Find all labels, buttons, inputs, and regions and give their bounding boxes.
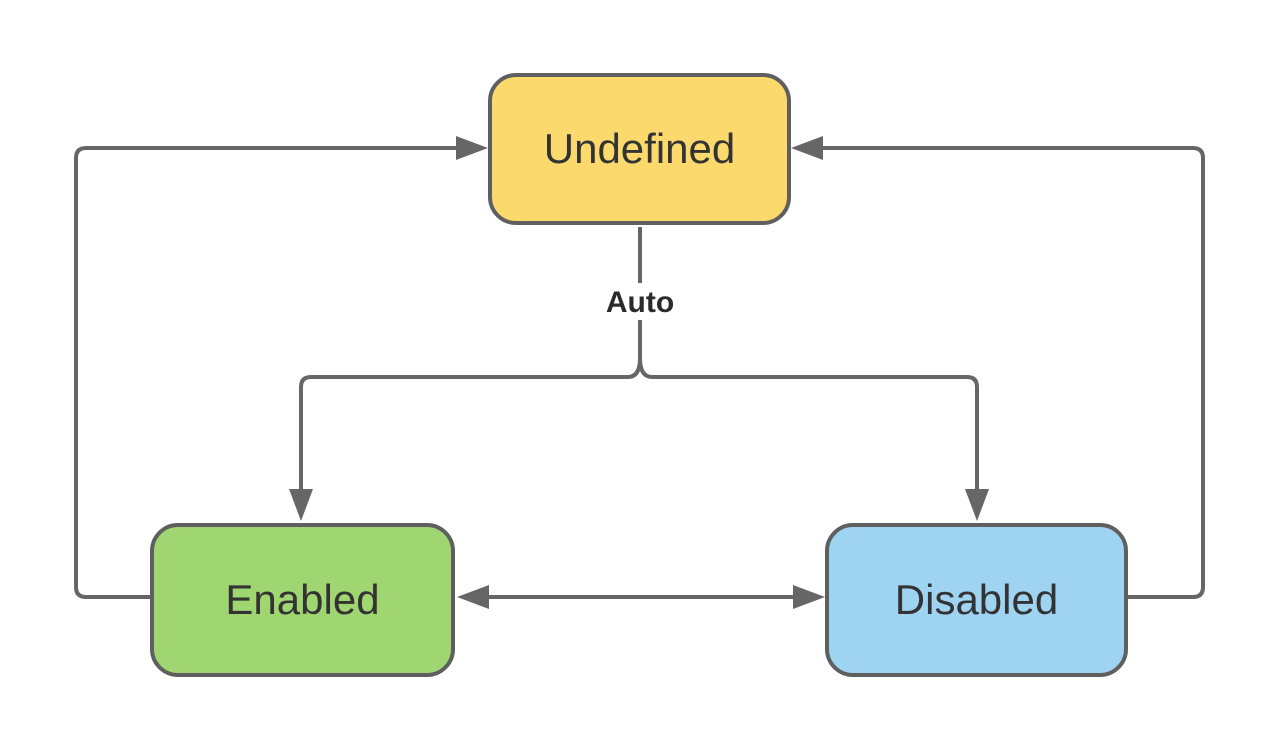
arrowhead-into-disabled-left — [793, 585, 825, 609]
state-label-undefined: Undefined — [543, 125, 736, 172]
state-node-disabled: Disabled — [825, 523, 1128, 677]
state-node-enabled: Enabled — [150, 523, 455, 677]
arrowhead-into-disabled-top — [965, 489, 989, 521]
branch-to-disabled — [638, 357, 979, 489]
arrowhead-into-enabled-right — [457, 585, 489, 609]
state-node-undefined: Undefined — [488, 73, 791, 225]
arrowhead-into-undefined-right — [791, 136, 823, 160]
arrowhead-into-undefined-left — [456, 136, 488, 160]
edge-undefined-auto-branch — [289, 227, 989, 521]
edge-enabled-disabled-bidirectional — [457, 585, 825, 609]
state-label-enabled: Enabled — [225, 576, 380, 623]
arrowhead-into-enabled-top — [289, 489, 313, 521]
edge-disabled-to-undefined — [791, 136, 1205, 599]
edge-enabled-to-undefined — [74, 136, 488, 599]
branch-to-enabled — [299, 357, 642, 489]
state-label-disabled: Disabled — [894, 576, 1059, 623]
edge-label-auto: Auto — [605, 286, 675, 319]
